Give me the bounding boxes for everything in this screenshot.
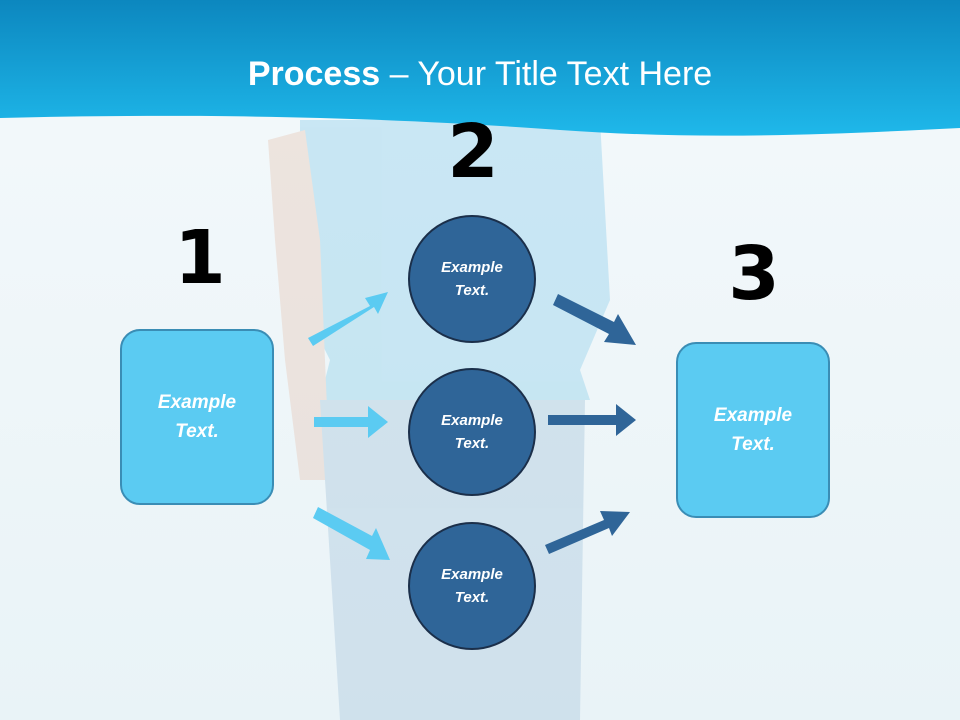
slide-title: Process – Your Title Text Here — [0, 52, 960, 96]
arrow-1-to-top — [308, 292, 388, 346]
title-rest: – Your Title Text Here — [380, 55, 713, 93]
arrow-1-to-middle — [314, 406, 388, 438]
step-number-1: 1 — [174, 215, 226, 301]
header-wave — [0, 0, 960, 136]
step-3-box[interactable]: Example Text. — [676, 342, 830, 518]
step-2-circle-middle-text: Example Text. — [441, 412, 503, 452]
step-1-text: Example Text. — [157, 392, 237, 442]
step-2-circle-bottom[interactable]: Example Text. — [408, 522, 536, 650]
step-number-2: 2 — [447, 109, 499, 195]
step-1-box[interactable]: Example Text. — [120, 329, 274, 505]
title-bold: Process — [247, 55, 381, 93]
step-number-3: 3 — [728, 231, 780, 317]
step-2-circle-middle[interactable]: Example Text. — [408, 368, 536, 496]
step-2-circle-top-text: Example Text. — [441, 259, 503, 299]
step-2-circle-top[interactable]: Example Text. — [408, 215, 536, 343]
step-3-text: Example Text. — [713, 405, 793, 455]
step-2-circle-bottom-text: Example Text. — [441, 566, 503, 606]
arrow-bottom-to-3 — [545, 511, 630, 554]
arrow-1-to-bottom — [313, 507, 390, 560]
arrow-top-to-3 — [553, 294, 636, 345]
arrow-middle-to-3 — [548, 404, 636, 436]
